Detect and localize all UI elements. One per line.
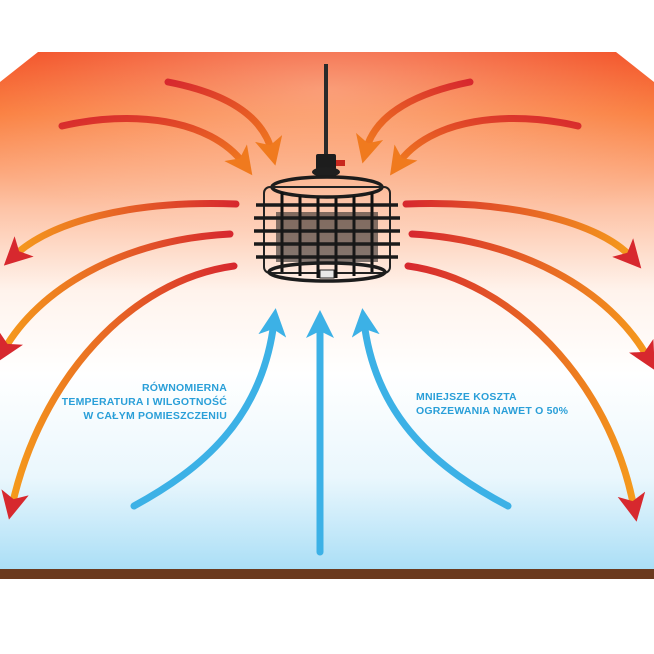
left-arrow-1 — [3, 200, 240, 266]
right-arrow-3 — [404, 262, 646, 522]
left-arrow-3 — [1, 262, 238, 520]
top-left-inner-arrow — [58, 115, 253, 176]
top-left-outer-arrow — [164, 78, 283, 166]
floor-strip — [0, 569, 654, 579]
annotation-line: MNIEJSZE KOSZTA — [416, 391, 517, 403]
top-right-outer-arrow — [356, 78, 474, 164]
top-right-inner-arrow — [389, 115, 582, 176]
right-arrow-2 — [408, 230, 654, 371]
left-arrow-2 — [0, 230, 234, 363]
annotation-uniform-temperature: RÓWNOMIERNA TEMPERATURA I WILGOTNOŚĆ W C… — [62, 381, 227, 423]
annotation-line: RÓWNOMIERNA — [141, 382, 227, 394]
annotation-line: TEMPERATURA I WILGOTNOŚĆ — [61, 396, 227, 408]
annotation-line: OGRZEWANIA NAWET O 50% — [416, 405, 569, 417]
annotation-lower-costs: MNIEJSZE KOSZTA OGRZEWANIA NAWET O 50% — [416, 390, 568, 418]
blue-arrow-right — [351, 308, 512, 510]
right-arrow-1 — [402, 200, 642, 269]
heater-icon — [254, 64, 400, 283]
blue-arrow-left — [130, 308, 287, 510]
annotation-line: W CAŁYM POMIESZCZENIU — [83, 410, 227, 422]
